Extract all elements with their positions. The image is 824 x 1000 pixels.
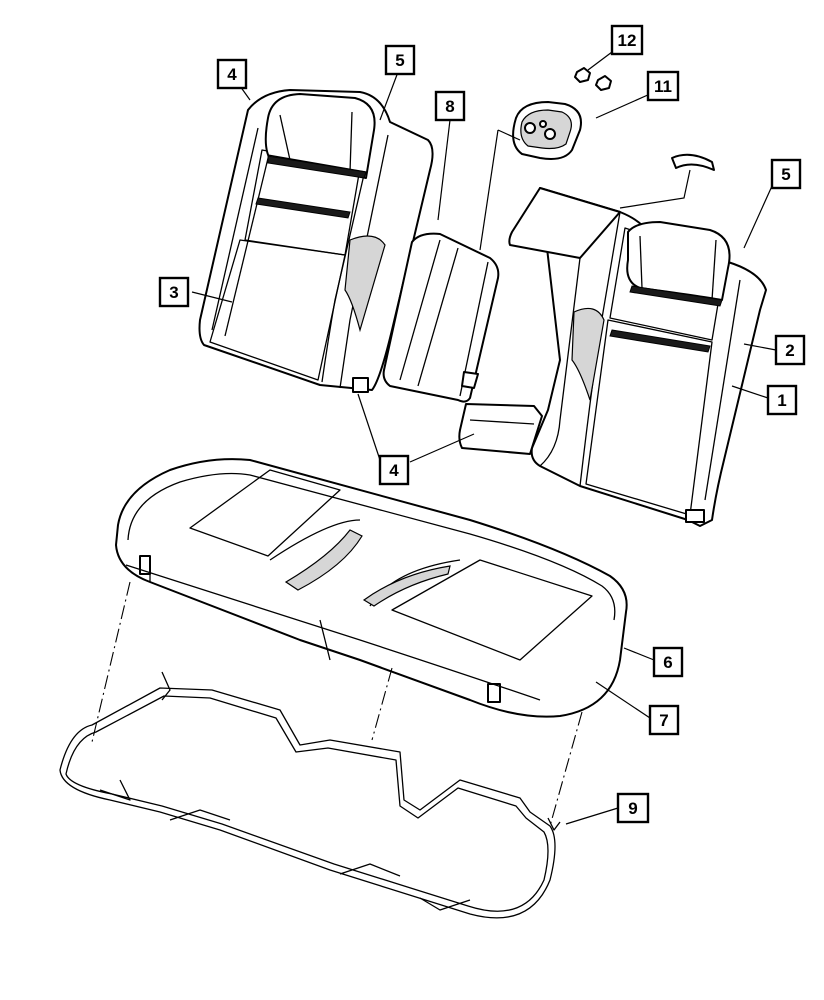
- callout-7-label: 7: [659, 711, 668, 730]
- callout-4-top-label: 4: [227, 65, 237, 84]
- headrest-guide: [512, 67, 612, 160]
- callout-3-label: 3: [169, 283, 178, 302]
- left-seat-back: [198, 89, 434, 393]
- callout-9-label: 9: [628, 799, 637, 818]
- callout-2-label: 2: [785, 341, 794, 360]
- seat-frame-wire: [59, 671, 561, 919]
- center-trim-panel: [458, 403, 543, 455]
- callout-2: 2: [774, 334, 806, 366]
- callout-8-label: 8: [445, 97, 454, 116]
- assembly-lines: [91, 581, 583, 827]
- callout-6: 6: [652, 646, 684, 678]
- callout-4-bottom: 4: [378, 454, 410, 486]
- callout-3: 3: [158, 276, 190, 308]
- callout-5-left-label: 5: [395, 51, 404, 70]
- callout-4-top: 4: [216, 58, 248, 90]
- right-seat-back: [508, 153, 767, 527]
- callout-11-label: 11: [654, 77, 672, 96]
- leader-lines: [191, 51, 777, 825]
- callout-7: 7: [648, 704, 680, 736]
- seat-cushion: [115, 458, 628, 718]
- callout-6-label: 6: [663, 653, 672, 672]
- callout-4-bottom-label: 4: [389, 461, 399, 480]
- callout-5-right-label: 5: [781, 165, 790, 184]
- callout-11: 11: [646, 70, 680, 102]
- callout-1: 1: [766, 384, 798, 416]
- center-armrest: [382, 232, 500, 403]
- callout-1-label: 1: [777, 391, 786, 410]
- callout-12-label: 12: [618, 31, 637, 50]
- callout-12: 12: [610, 24, 644, 56]
- callout-8: 8: [434, 90, 466, 122]
- callout-9: 9: [616, 792, 650, 824]
- callout-5-left: 5: [384, 44, 416, 76]
- callout-5-right: 5: [770, 158, 802, 190]
